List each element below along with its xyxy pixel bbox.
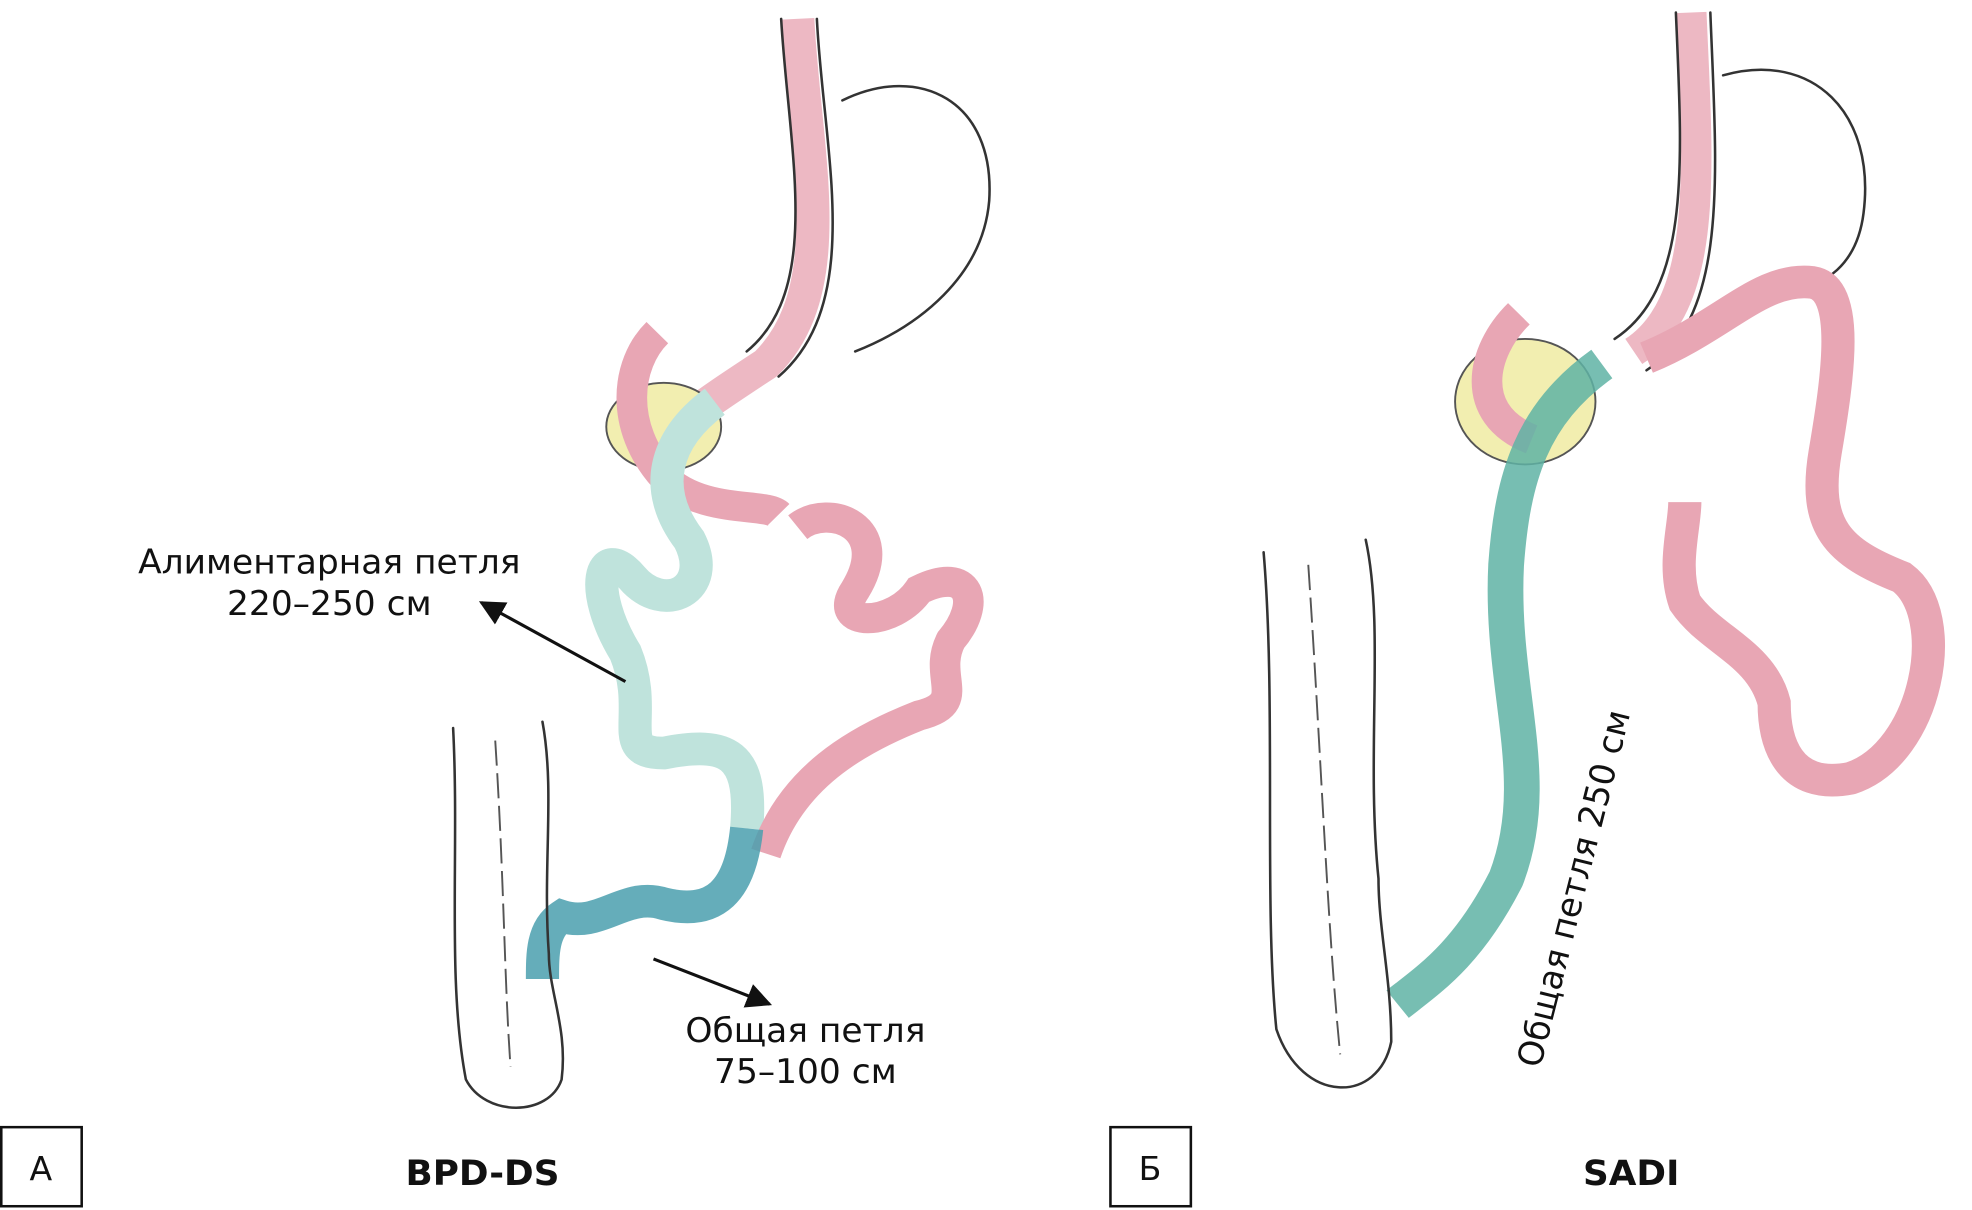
colon-b bbox=[1262, 538, 1393, 1089]
arrow-alimentary-a bbox=[478, 601, 627, 683]
common-channel-label-a: Общая петля bbox=[685, 1011, 925, 1051]
colon-a bbox=[451, 720, 565, 1109]
stomach-sleeve-b bbox=[1624, 11, 1712, 364]
duodenum-stump-b bbox=[1471, 303, 1539, 454]
alimentary-limb-label-a: Алиментарная петля bbox=[138, 543, 520, 583]
panel-b-illustration bbox=[1262, 11, 1945, 1089]
biliopancreatic-limb-b bbox=[1639, 265, 1945, 797]
stomach-remnant-b bbox=[1721, 68, 1867, 290]
alimentary-limb-a bbox=[585, 388, 765, 830]
panel-a-letter-box bbox=[0, 1125, 83, 1208]
panel-a-title: BPD-DS bbox=[405, 1153, 559, 1194]
stomach-remnant-a bbox=[841, 84, 991, 353]
biliopancreatic-limb-a bbox=[751, 502, 984, 859]
panel-a-illustration bbox=[451, 17, 991, 1109]
common-channel-a bbox=[525, 826, 764, 980]
panel-b-letter: Б bbox=[1139, 1149, 1162, 1188]
panel-b-title: SADI bbox=[1583, 1153, 1679, 1194]
panel-a-letter: А bbox=[29, 1149, 52, 1188]
arrow-common-a bbox=[652, 957, 773, 1008]
panel-b-letter-box bbox=[1109, 1125, 1193, 1208]
stomach-sleeve-a bbox=[658, 18, 830, 445]
alimentary-limb-length-a: 220–250 см bbox=[227, 584, 432, 624]
common-channel-b bbox=[1386, 349, 1613, 1018]
common-channel-length-a: 75–100 см bbox=[714, 1052, 897, 1092]
